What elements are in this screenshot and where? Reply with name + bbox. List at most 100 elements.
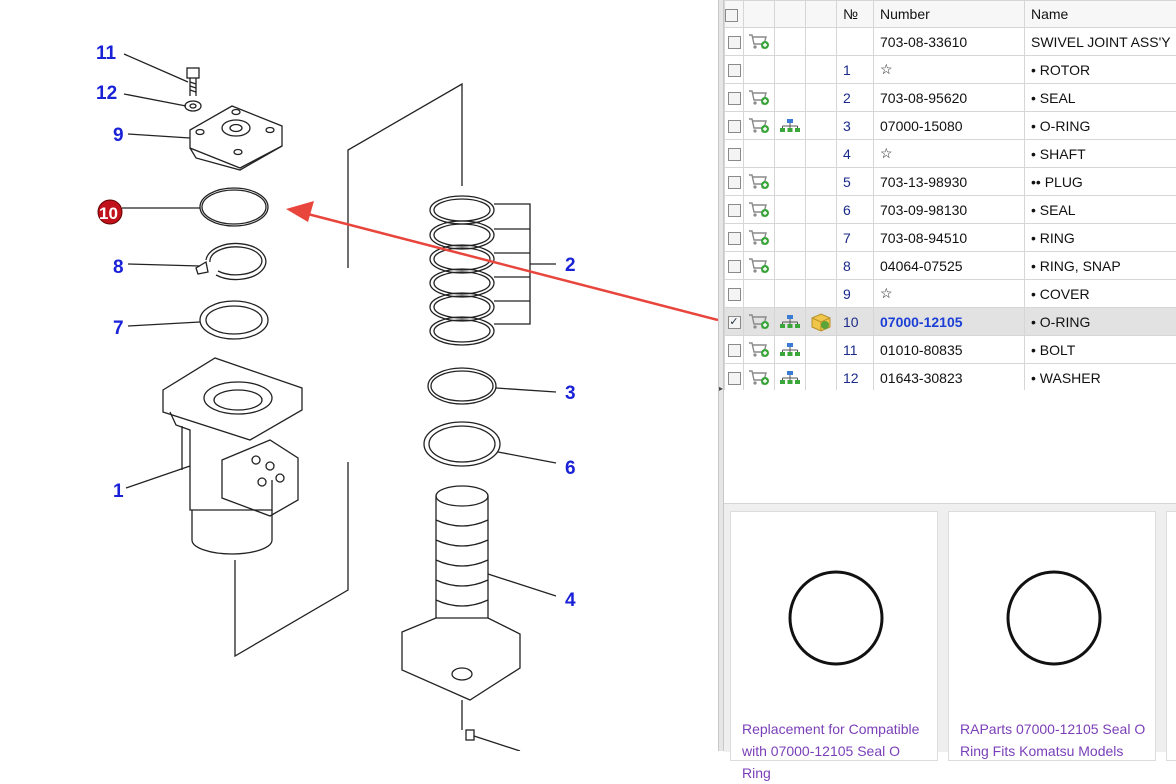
part-number-cell[interactable]: 01643-30823 — [874, 364, 1025, 392]
callout-1[interactable]: 1 — [113, 481, 124, 502]
row-checkbox[interactable] — [728, 36, 741, 49]
cart-cell[interactable] — [744, 28, 775, 56]
tree-cell[interactable] — [775, 112, 806, 140]
callout-2[interactable]: 2 — [565, 255, 576, 276]
cart-cell[interactable] — [744, 336, 775, 364]
package-cell[interactable] — [806, 252, 837, 280]
cart-cell[interactable] — [744, 280, 775, 308]
select-all-checkbox[interactable] — [725, 9, 738, 22]
package-cell[interactable] — [806, 56, 837, 84]
row-select-cell[interactable] — [725, 28, 744, 56]
tree-cell[interactable] — [775, 196, 806, 224]
row-select-cell[interactable] — [725, 252, 744, 280]
product-card[interactable]: Replacement for Compatible with 07000-12… — [730, 511, 938, 761]
part-number-cell[interactable]: 703-08-95620 — [874, 84, 1025, 112]
package-cell[interactable] — [806, 364, 837, 392]
package-cell[interactable] — [806, 84, 837, 112]
callout-10[interactable]: 10 — [99, 204, 118, 223]
tree-cell[interactable] — [775, 308, 806, 336]
package-cell[interactable] — [806, 168, 837, 196]
product-link[interactable]: RAParts 07000-12105 Seal O Ring Fits Kom… — [960, 718, 1150, 762]
row-checkbox[interactable] — [728, 204, 741, 217]
product-image[interactable] — [742, 524, 930, 712]
part-number-cell[interactable]: 703-09-98130 — [874, 196, 1025, 224]
part-number-cell[interactable]: 01010-80835 — [874, 336, 1025, 364]
tree-cell[interactable] — [775, 364, 806, 392]
callout-6[interactable]: 6 — [565, 458, 576, 479]
tree-cell[interactable] — [775, 280, 806, 308]
part-number-cell[interactable]: ☆ — [874, 140, 1025, 168]
cart-cell[interactable] — [744, 56, 775, 84]
callout-9[interactable]: 9 — [113, 125, 124, 146]
row-select-cell[interactable] — [725, 224, 744, 252]
name-column-header[interactable]: Name — [1025, 1, 1176, 28]
table-row[interactable]: 4☆• SHAFT — [725, 140, 1176, 168]
row-checkbox[interactable] — [728, 120, 741, 133]
row-checkbox[interactable] — [728, 260, 741, 273]
row-checkbox[interactable] — [728, 232, 741, 245]
product-link[interactable]: Replacement for Compatible with 07000-12… — [742, 718, 932, 784]
cart-cell[interactable] — [744, 196, 775, 224]
row-checkbox[interactable] — [728, 344, 741, 357]
part-number-cell[interactable]: 703-08-94510 — [874, 224, 1025, 252]
callout-11[interactable]: 11 — [96, 43, 117, 64]
tree-cell[interactable] — [775, 28, 806, 56]
part-number-cell[interactable]: 04064-07525 — [874, 252, 1025, 280]
row-select-cell[interactable] — [725, 280, 744, 308]
cart-cell[interactable] — [744, 112, 775, 140]
tree-cell[interactable] — [775, 140, 806, 168]
cart-cell[interactable] — [744, 252, 775, 280]
row-checkbox[interactable] — [728, 372, 741, 385]
row-select-cell[interactable]: ✓ — [725, 308, 744, 336]
callout-7[interactable]: 7 — [113, 318, 124, 339]
package-cell[interactable] — [806, 336, 837, 364]
callout-3[interactable]: 3 — [565, 383, 576, 404]
part-number-cell[interactable]: 703-08-33610 — [874, 28, 1025, 56]
position-column-header[interactable]: № — [837, 1, 874, 28]
product-card[interactable]: RAParts 07000-12105 Seal O Ring Fits Kom… — [948, 511, 1156, 761]
package-cell[interactable] — [806, 112, 837, 140]
row-select-cell[interactable] — [725, 112, 744, 140]
tree-cell[interactable] — [775, 252, 806, 280]
cart-cell[interactable] — [744, 224, 775, 252]
row-checkbox[interactable] — [728, 176, 741, 189]
part-number-cell[interactable]: 703-13-98930 — [874, 168, 1025, 196]
row-select-cell[interactable] — [725, 364, 744, 392]
part-number-cell[interactable]: ☆ — [874, 56, 1025, 84]
cart-cell[interactable] — [744, 140, 775, 168]
cart-cell[interactable] — [744, 308, 775, 336]
cart-cell[interactable] — [744, 168, 775, 196]
table-row[interactable]: 1☆• ROTOR — [725, 56, 1176, 84]
select-all-header[interactable] — [725, 1, 744, 28]
parts-diagram[interactable]: 11 12 9 10 8 7 1 2 3 6 4 — [0, 0, 718, 751]
row-checkbox[interactable] — [728, 64, 741, 77]
row-checkbox[interactable] — [728, 148, 741, 161]
row-checkbox[interactable] — [728, 288, 741, 301]
product-card-partial[interactable] — [1166, 511, 1176, 761]
package-cell[interactable] — [806, 280, 837, 308]
tree-cell[interactable] — [775, 84, 806, 112]
tree-cell[interactable] — [775, 224, 806, 252]
row-checkbox[interactable] — [728, 92, 741, 105]
package-cell[interactable] — [806, 308, 837, 336]
number-column-header[interactable]: Number — [874, 1, 1025, 28]
cart-cell[interactable] — [744, 364, 775, 392]
row-checkbox[interactable]: ✓ — [728, 316, 741, 329]
part-number-cell[interactable]: 07000-15080 — [874, 112, 1025, 140]
row-select-cell[interactable] — [725, 336, 744, 364]
callout-8[interactable]: 8 — [113, 257, 124, 278]
row-select-cell[interactable] — [725, 196, 744, 224]
package-cell[interactable] — [806, 224, 837, 252]
row-select-cell[interactable] — [725, 56, 744, 84]
tree-cell[interactable] — [775, 56, 806, 84]
row-select-cell[interactable] — [725, 84, 744, 112]
row-select-cell[interactable] — [725, 168, 744, 196]
package-cell[interactable] — [806, 196, 837, 224]
tree-cell[interactable] — [775, 168, 806, 196]
